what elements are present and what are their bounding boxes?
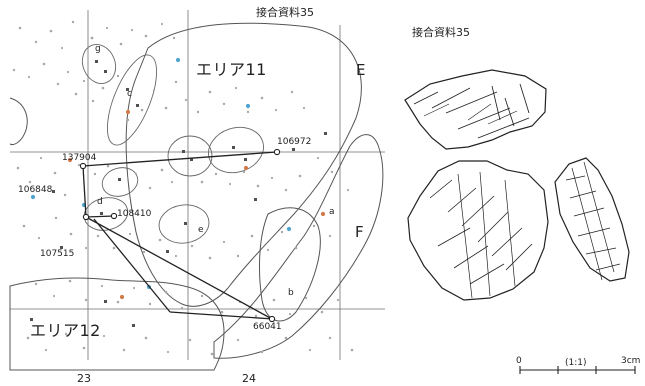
map-title: 接合資料35 xyxy=(256,6,314,19)
point-label-66041: 66041 xyxy=(253,322,282,332)
refit-lines xyxy=(82,151,278,320)
area-label-12: エリア12 xyxy=(30,321,101,340)
point-label-106972: 106972 xyxy=(277,137,312,147)
refit-points xyxy=(79,148,281,323)
scale-label-zero: 0 xyxy=(516,356,522,366)
artifact-drawing-right xyxy=(554,157,630,282)
zone-label-e: E xyxy=(356,61,366,79)
cluster-label-a: a xyxy=(329,207,335,217)
scale-bar xyxy=(519,366,636,374)
scale-ratio: (1:1) xyxy=(565,358,587,368)
grid-lines xyxy=(10,10,385,360)
point-label-137904: 137904 xyxy=(62,153,97,163)
artifact-markers xyxy=(30,57,327,327)
point-label-106848: 106848 xyxy=(18,185,53,195)
cluster-label-e: e xyxy=(198,225,204,235)
grid-label-23: 23 xyxy=(77,372,91,385)
point-label-108410: 108410 xyxy=(117,209,152,219)
artifact-drawings xyxy=(404,69,630,301)
cluster-label-b: b xyxy=(288,288,294,298)
area-label-11: エリア11 xyxy=(196,60,267,79)
grid-label-24: 24 xyxy=(242,372,256,385)
drawing-title: 接合資料35 xyxy=(412,26,470,39)
artifact-drawing-left xyxy=(407,160,549,301)
zone-label-f: F xyxy=(355,223,364,241)
artifact-drawing-top xyxy=(404,69,547,150)
cluster-ellipses xyxy=(81,44,264,244)
area-contours xyxy=(9,22,384,371)
artifact-scatter xyxy=(12,20,354,356)
cluster-label-d: d xyxy=(97,197,103,207)
scale-label-three-cm: 3cm xyxy=(621,356,641,366)
point-label-107515: 107515 xyxy=(40,249,75,259)
cluster-label-c: c xyxy=(127,89,132,99)
cluster-label-g: g xyxy=(95,44,101,54)
